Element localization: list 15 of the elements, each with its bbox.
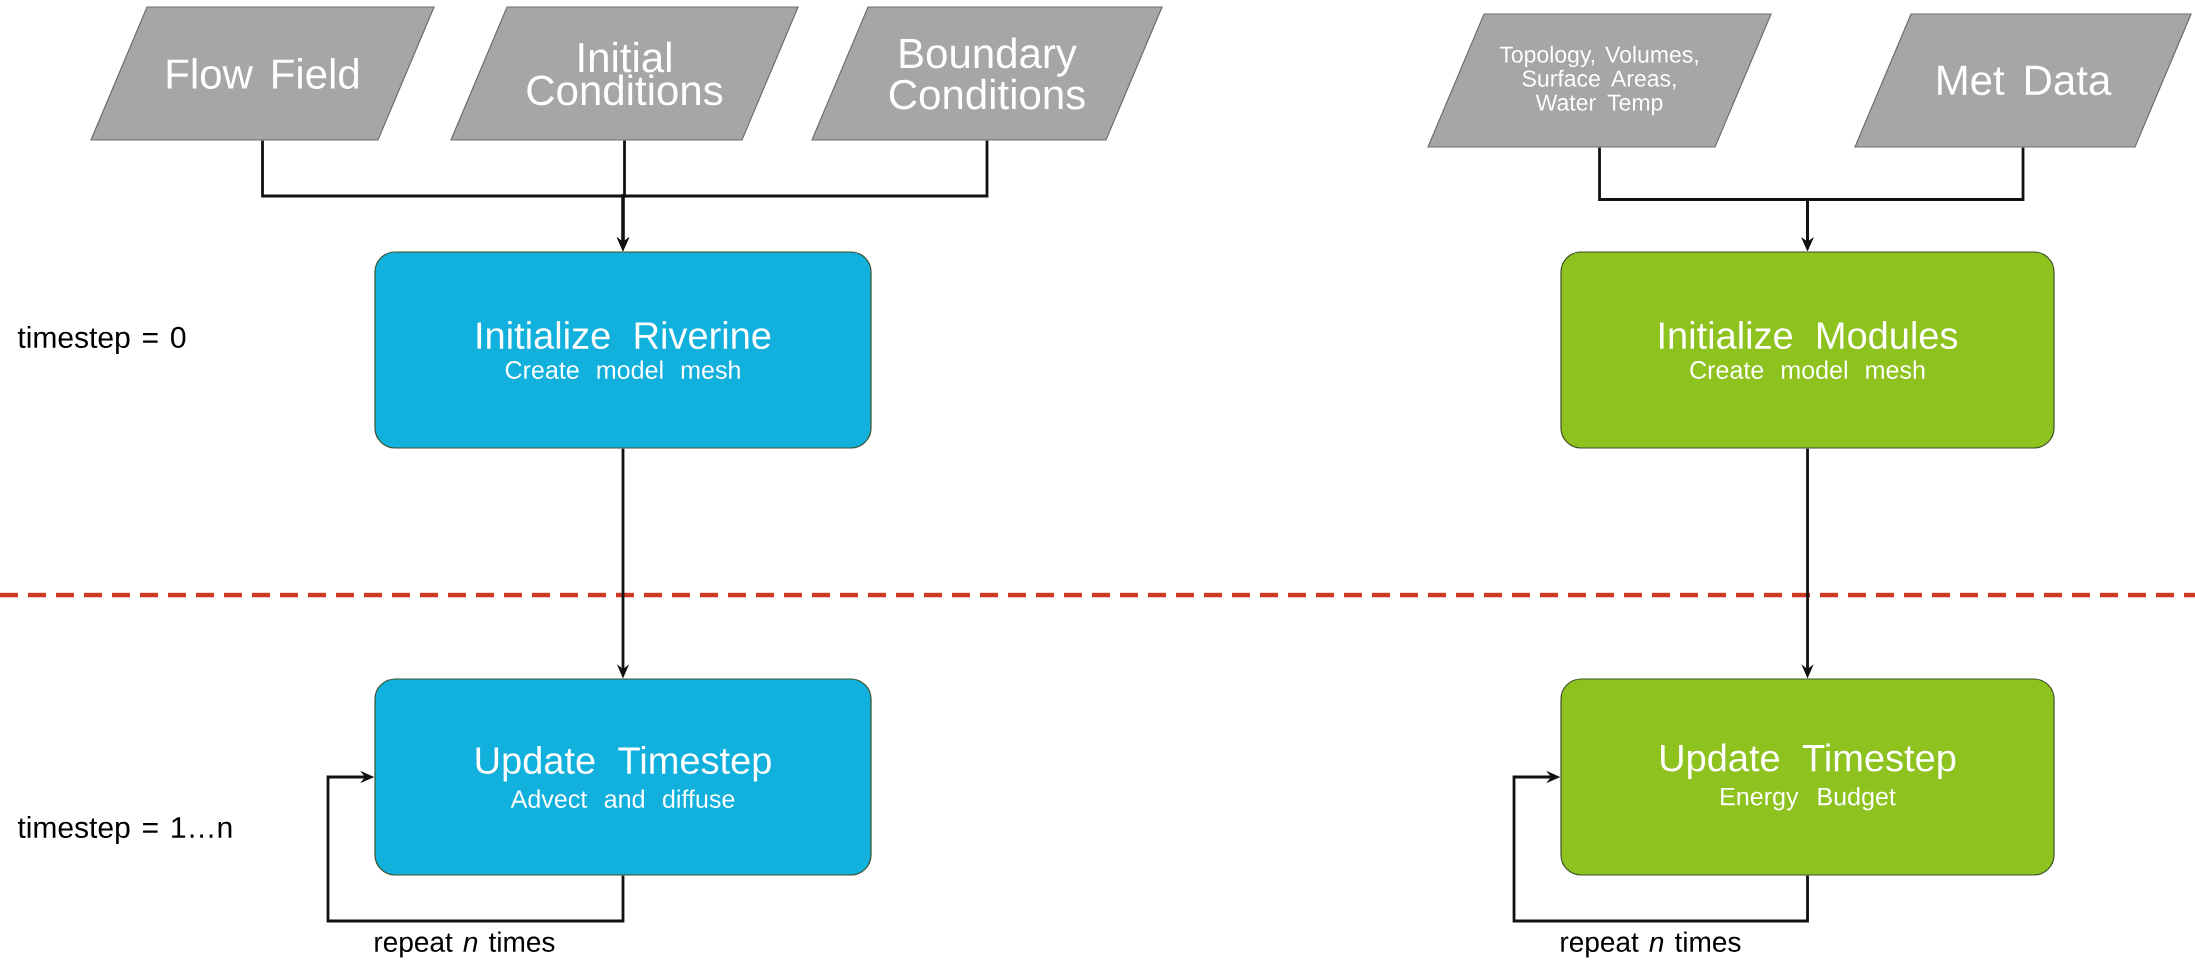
edge-label: repeat n times [1561,931,1741,958]
process-box: Initialize Modules Create model mesh [1560,251,2055,449]
input-parallelogram: Met Data [1854,13,2192,148]
process-box: Update Timestep Advect and diffuse [374,678,872,876]
arrow [1512,770,1809,923]
process-box: Update Timestep Energy Budget [1560,678,2055,876]
input-parallelogram: Topology, Volumes, Surface Areas, Water Temp [1427,13,1772,148]
row-label: timestep = 1…n [17,816,232,844]
input-parallelogram: Boundary Conditions [811,6,1163,141]
arrow [326,770,625,923]
edge-label: repeat n times [375,931,555,958]
row-label: timestep = 0 [17,326,186,354]
input-parallelogram: Flow Field [90,6,435,141]
input-parallelogram: Initial Conditions [450,6,799,141]
process-box: Initialize Riverine Create model mesh [374,251,872,449]
